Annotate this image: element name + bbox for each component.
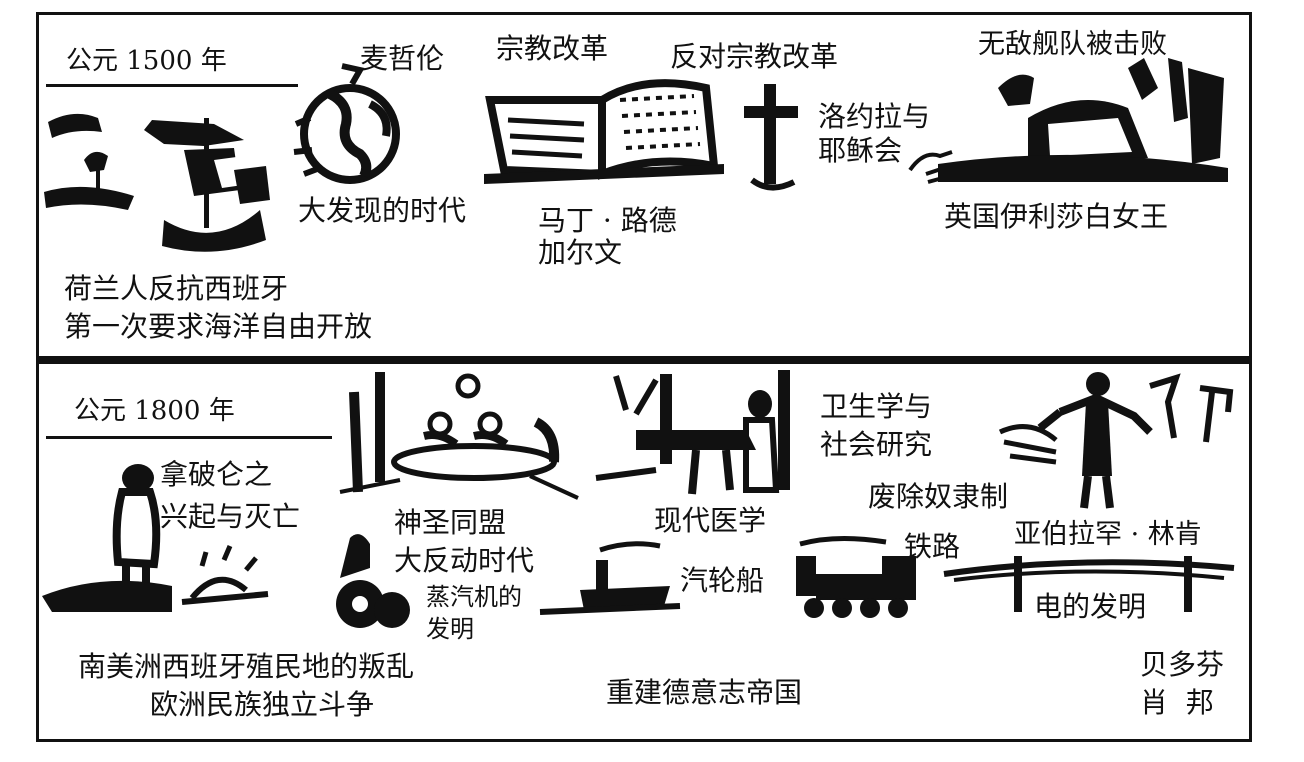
napoleon-illustration [42,464,269,612]
label-armada: 无敌舰队被击败 [978,29,1167,60]
label-holy-alliance: 神圣同盟 [394,506,507,539]
label-napoleon-2: 兴起与灭亡 [160,500,301,533]
era-1500-underline [46,84,298,87]
label-lincoln: 亚伯拉罕 · 林肯 [1014,519,1202,550]
label-counter-reformation: 反对宗教改革 [670,40,839,73]
label-hygiene-2: 社会研究 [820,428,933,461]
label-discovery: 大发现的时代 [298,194,467,227]
lincoln-illustration [998,372,1234,509]
label-luther: 马丁 · 路德 [538,204,677,237]
label-medicine: 现代医学 [654,504,767,537]
label-independence: 欧洲民族独立斗争 [150,688,375,721]
label-magellan: 麦哲伦 [360,42,445,75]
label-beethoven: 贝多芬 [1140,648,1225,681]
label-calvin: 加尔文 [538,236,623,269]
holy-alliance-illustration [339,372,579,500]
label-elizabeth: 英国伊利莎白女王 [944,200,1169,233]
era-1800-underline [46,436,332,439]
era-1800: 公元 1800 年 [74,396,235,426]
medicine-illustration [595,370,790,495]
label-dutch-1: 荷兰人反抗西班牙 [64,272,289,305]
steam-engine-illustration [336,534,410,628]
label-reaction: 大反动时代 [394,544,535,577]
cross-illustration [744,84,798,191]
label-germany: 重建德意志帝国 [606,676,803,709]
label-steam-1: 蒸汽机的 [426,583,522,611]
steamship-illustration [539,541,681,615]
label-electricity: 电的发明 [1034,590,1147,623]
label-dutch-2: 第一次要求海洋自由开放 [64,310,373,343]
era-1500: 公元 1500 年 [66,46,227,76]
open-book-illustration [484,79,724,184]
label-loyola-2: 耶稣会 [818,134,903,167]
armada-illustration [938,58,1228,182]
label-chopin: 肖 邦 [1140,686,1214,719]
telegraph-illustration [943,556,1235,612]
label-slavery: 废除奴隶制 [868,480,1009,513]
label-steam-2: 发明 [426,615,474,643]
dutch-ship-illustration [44,113,270,252]
label-napoleon-1: 拿破仑之 [160,458,273,491]
label-steamship: 汽轮船 [680,564,765,597]
label-revolts: 南美洲西班牙殖民地的叛乱 [78,650,415,683]
label-loyola-1: 洛约拉与 [818,100,931,133]
label-reformation: 宗教改革 [496,32,609,65]
bottom-panel-frame [36,362,1252,742]
label-hygiene-1: 卫生学与 [820,390,933,423]
panel-divider [36,356,1252,364]
globe-illustration [293,63,400,184]
locomotive-illustration [796,535,916,618]
